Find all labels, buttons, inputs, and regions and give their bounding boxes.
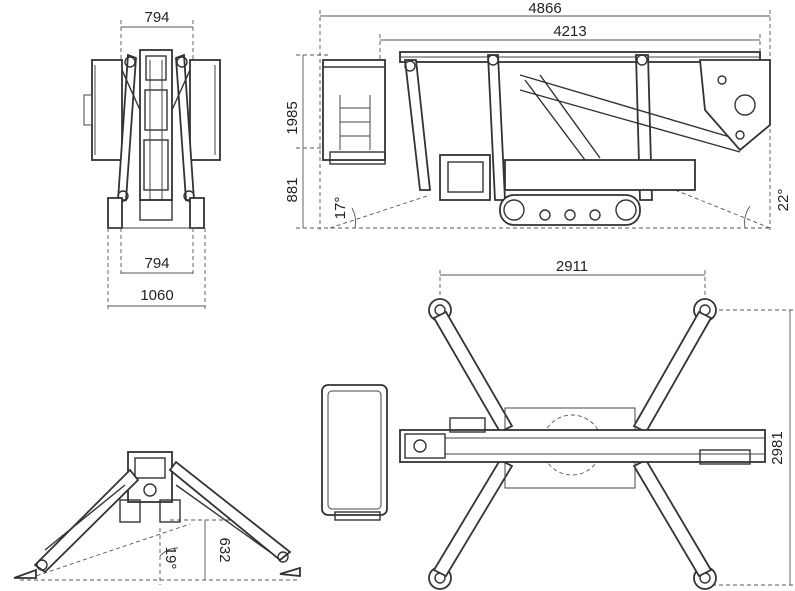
rear-pad-right: [279, 566, 301, 577]
dim-rear-angle: 19°: [162, 547, 179, 570]
top-basket: [321, 384, 388, 516]
front-track-right: [189, 197, 205, 229]
dim-side-boom-length: 4213: [553, 23, 586, 40]
side-view: 4866 4213 1985 881 17° 22°: [284, 0, 792, 230]
top-leg-front-left: [432, 310, 514, 434]
rear-leg-right: [168, 460, 292, 562]
dim-top-outrigger-span: 2911: [556, 258, 588, 275]
dim-top-outrigger-width: 2981: [769, 431, 786, 464]
top-leg-rear-left: [632, 310, 713, 434]
top-leg-rear-right: [632, 458, 713, 578]
dim-front-total-width: 1060: [140, 287, 173, 304]
side-basket: [322, 59, 386, 161]
side-arm-front: [403, 59, 432, 191]
front-track-left: [107, 197, 123, 229]
dim-side-platform-height: 881: [284, 177, 301, 202]
rear-leg-left: [33, 468, 140, 574]
front-basket-left: [91, 59, 123, 161]
dim-side-angle-rear: 22°: [775, 189, 792, 212]
dim-front-top-width: 794: [144, 9, 169, 26]
dim-front-track-width: 794: [144, 255, 169, 272]
dim-rear-height: 632: [216, 537, 233, 562]
top-leg-front-right: [432, 458, 514, 578]
front-view: 794 794 1060: [83, 9, 221, 310]
top-boom: [399, 429, 766, 463]
dim-side-total-length: 4866: [528, 0, 561, 17]
dim-side-angle-front: 17°: [332, 197, 349, 220]
top-view: 2911 2981: [321, 258, 795, 590]
dim-side-total-height: 1985: [284, 101, 301, 134]
rear-view: 632 19°: [13, 451, 301, 585]
rear-pad-left: [13, 568, 37, 579]
side-chassis: [504, 159, 696, 191]
